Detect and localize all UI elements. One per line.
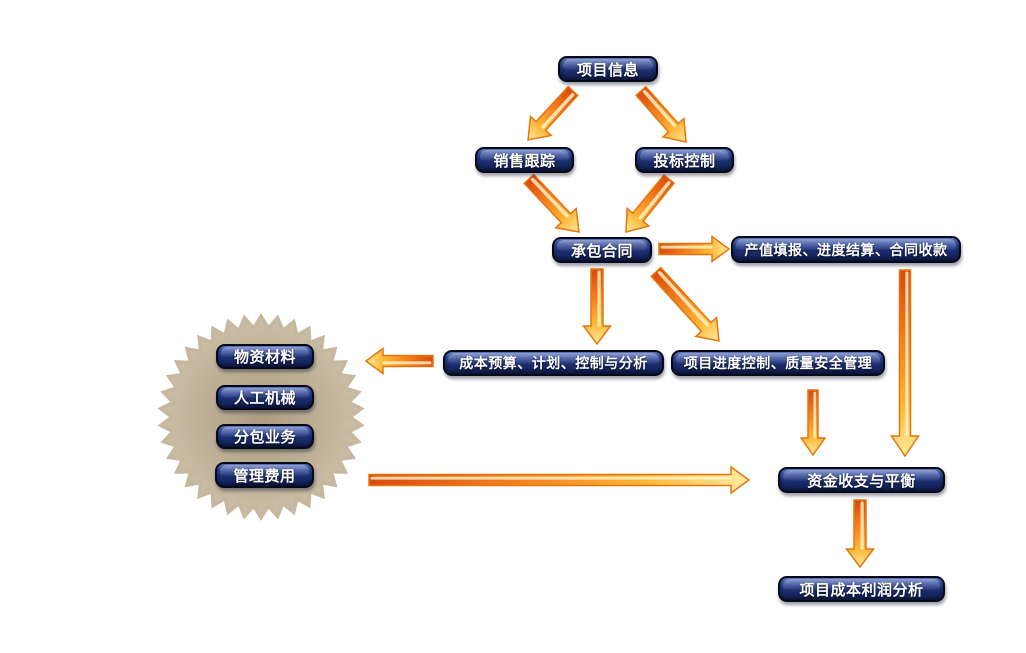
arrow-contract-to-cost-budget-analysis [582, 268, 612, 346]
arrow-highlight [657, 270, 709, 327]
arrow-body [523, 173, 580, 233]
node-label-project-info: 项目信息 [576, 60, 639, 79]
node-label-sales-tracking: 销售跟踪 [493, 151, 556, 170]
arrow-project-info-to-bid-control [635, 85, 687, 143]
node-cost-profit-analysis: 项目成本利润分析 [778, 576, 945, 602]
node-bid-control: 投标控制 [635, 147, 734, 173]
arrow-highlight [638, 180, 671, 220]
node-project-info: 项目信息 [558, 56, 658, 82]
arrow-contract-to-progress-quality-safety [650, 266, 720, 342]
arrow-layer [364, 85, 920, 569]
node-progress-quality-safety: 项目进度控制、质量安全管理 [671, 350, 885, 376]
node-label-management-expense: 管理费用 [233, 466, 296, 485]
arrow-body [527, 85, 579, 141]
arrow-progress-quality-safety-to-funds-balance [799, 389, 827, 457]
node-materials: 物资材料 [216, 344, 314, 369]
arrow-body [582, 268, 612, 346]
node-label-materials: 物资材料 [233, 348, 296, 366]
arrow-highlight [642, 89, 677, 128]
arrow-body [364, 347, 434, 375]
arrow-cost-budget-analysis-to-cost-elements-seal [364, 347, 434, 375]
node-sales-tracking: 销售跟踪 [475, 147, 574, 173]
arrow-body [890, 269, 920, 458]
arrow-highlight [530, 177, 569, 218]
node-subcontracting: 分包业务 [216, 424, 314, 449]
node-label-subcontracting: 分包业务 [233, 428, 296, 446]
node-management-expense: 管理费用 [215, 462, 314, 488]
arrow-highlight [541, 92, 575, 129]
node-label-cost-profit-analysis: 项目成本利润分析 [799, 580, 924, 599]
node-label-bid-control: 投标控制 [653, 151, 716, 170]
arrow-sales-tracking-to-contract [523, 173, 580, 233]
arrow-body [845, 499, 875, 569]
arrow-body [368, 465, 751, 495]
node-cost-budget-analysis: 成本预算、计划、控制与分析 [443, 350, 664, 376]
arrow-cost-elements-seal-to-funds-balance [368, 465, 751, 495]
node-label-funds-balance: 资金收支与平衡 [807, 471, 916, 490]
arrow-body [635, 85, 687, 143]
node-output-settlement-collection: 产值填报、进度结算、合同收款 [731, 236, 961, 263]
arrow-contract-to-output-settlement-collection [658, 235, 731, 263]
node-labor-machinery: 人工机械 [216, 385, 314, 410]
arrow-body [650, 266, 720, 342]
node-funds-balance: 资金收支与平衡 [778, 467, 945, 493]
node-label-labor-machinery: 人工机械 [233, 389, 296, 407]
node-contract: 承包合同 [552, 237, 652, 263]
arrow-output-settlement-collection-to-funds-balance [890, 269, 920, 458]
arrow-body [799, 389, 827, 457]
node-label-contract: 承包合同 [570, 241, 633, 260]
node-label-progress-quality-safety: 项目进度控制、质量安全管理 [683, 356, 873, 372]
arrow-funds-balance-to-cost-profit-analysis [845, 499, 875, 569]
node-label-output-settlement-collection: 产值填报、进度结算、合同收款 [744, 242, 948, 259]
node-label-cost-budget-analysis: 成本预算、计划、控制与分析 [459, 356, 648, 372]
arrow-project-info-to-sales-tracking [527, 85, 579, 141]
arrow-bid-control-to-contract [625, 173, 676, 233]
arrow-body [658, 235, 731, 263]
